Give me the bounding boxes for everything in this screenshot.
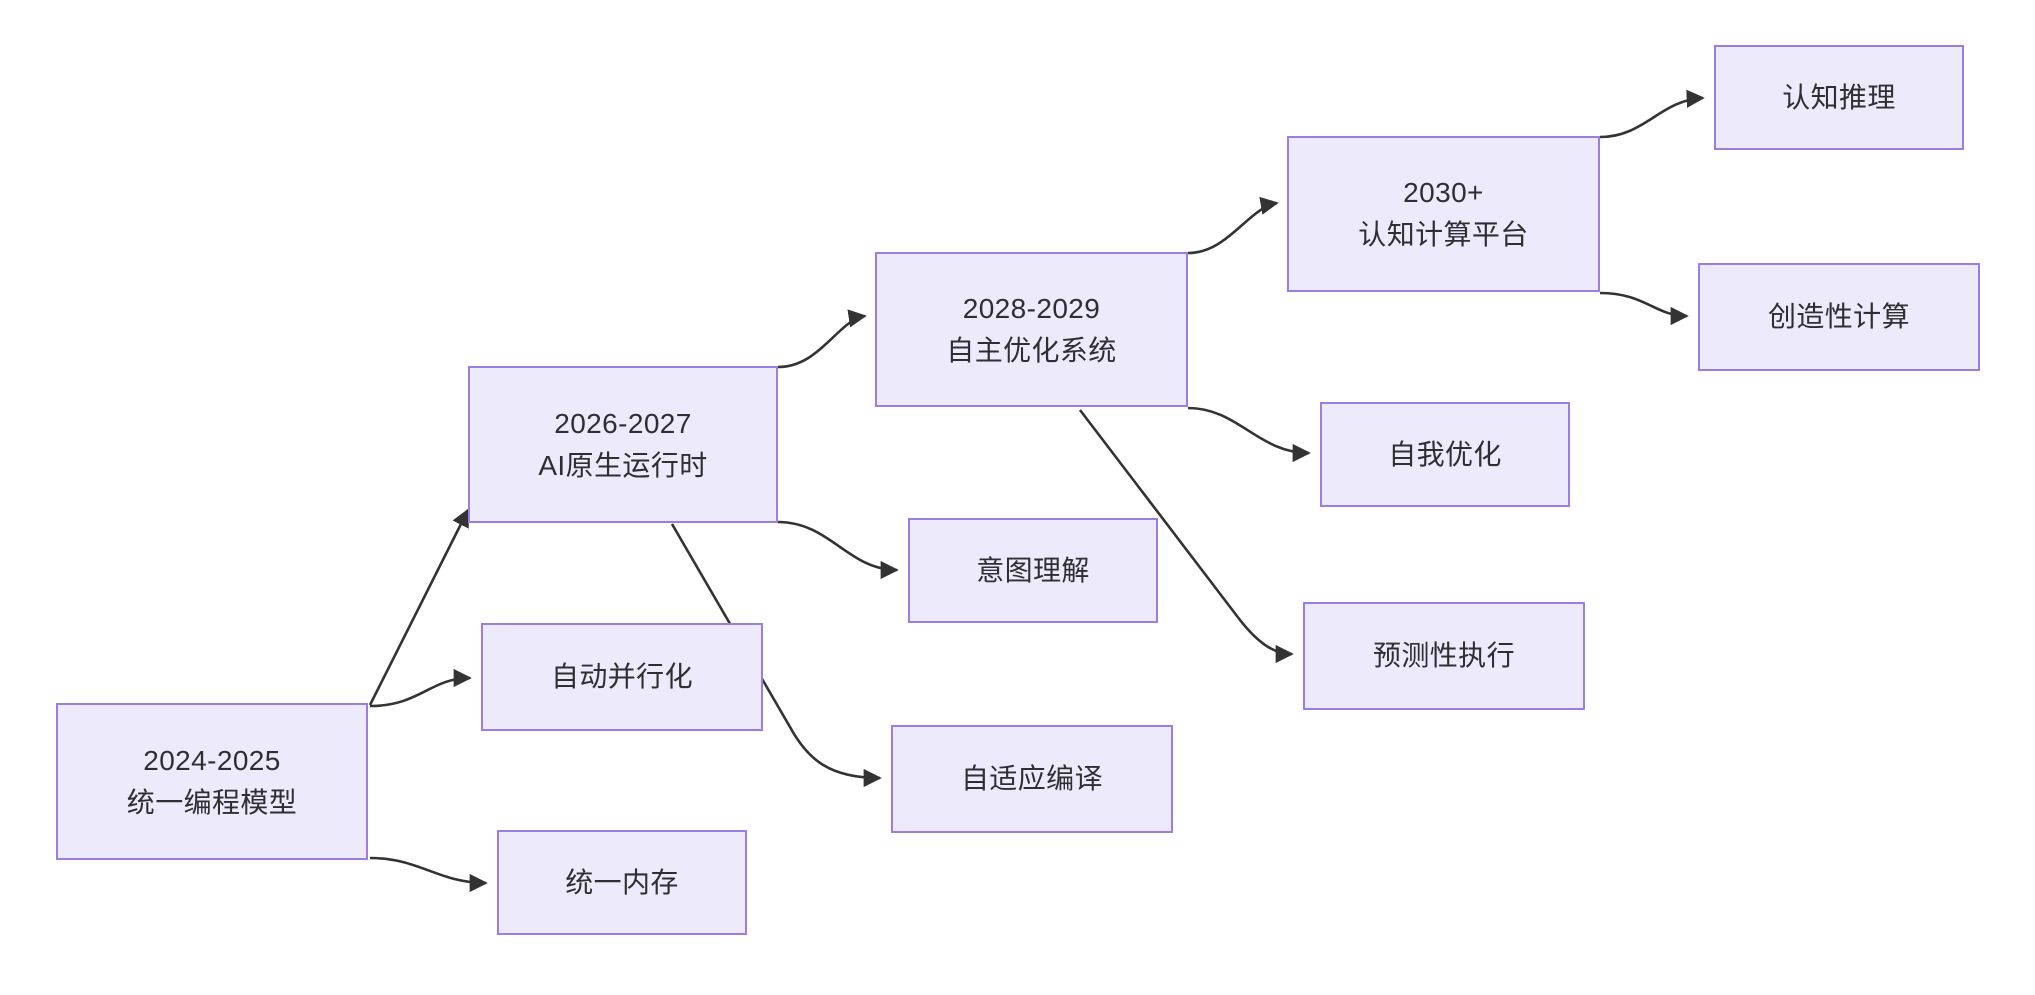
node-unified-memory[interactable]: 统一内存 (497, 830, 747, 935)
node-label-line2: 统一编程模型 (126, 786, 298, 818)
node-adaptive-compile[interactable]: 自适应编译 (891, 725, 1173, 833)
node-label-line1: 意图理解 (976, 554, 1090, 586)
edge-n2030-creative-compute (1599, 291, 1689, 326)
node-label-line1: 自适应编译 (960, 763, 1103, 795)
edge-n2028-self-optimize (1187, 406, 1311, 463)
node-n2030[interactable]: 2030+ 认知计算平台 (1287, 136, 1600, 292)
edge-n2024-unified-memory (369, 856, 488, 893)
node-label-line1: 自动并行化 (550, 661, 693, 693)
node-label-line1: 统一内存 (565, 866, 679, 898)
node-predictive-exec[interactable]: 预测性执行 (1303, 602, 1585, 710)
edge-n2028-n2030 (1187, 196, 1279, 255)
node-cognitive-reason[interactable]: 认知推理 (1714, 45, 1964, 150)
node-label-line1: 认知推理 (1782, 81, 1896, 113)
node-n2024[interactable]: 2024-2025 统一编程模型 (56, 703, 368, 860)
edge-n2030-cognitive-reason (1599, 89, 1705, 139)
node-n2028[interactable]: 2028-2029 自主优化系统 (875, 252, 1188, 407)
node-auto-parallel[interactable]: 自动并行化 (481, 623, 763, 731)
node-label-line2: AI原生运行时 (538, 449, 708, 481)
node-n2026[interactable]: 2026-2027 AI原生运行时 (468, 366, 778, 523)
node-label-line1: 自我优化 (1388, 438, 1502, 470)
edge-n2026-n2028 (777, 309, 867, 369)
node-label-line1: 预测性执行 (1372, 640, 1515, 672)
node-label-line1: 2030+ (1403, 177, 1484, 209)
edge-n2024-n2026 (368, 508, 470, 706)
edge-n2024-auto-parallel (369, 668, 472, 708)
node-label-line1: 2026-2027 (554, 407, 692, 439)
node-label-line2: 认知计算平台 (1358, 219, 1529, 250)
node-self-optimize[interactable]: 自我优化 (1320, 402, 1570, 507)
node-label-line1: 创造性计算 (1767, 301, 1910, 333)
node-intent-understand[interactable]: 意图理解 (908, 518, 1158, 623)
node-label-line1: 2028-2029 (962, 292, 1101, 324)
node-label-line2: 自主优化系统 (946, 334, 1117, 366)
node-creative-compute[interactable]: 创造性计算 (1698, 263, 1980, 371)
edge-n2026-intent-understand (777, 520, 899, 580)
node-label-line1: 2024-2025 (143, 744, 281, 776)
